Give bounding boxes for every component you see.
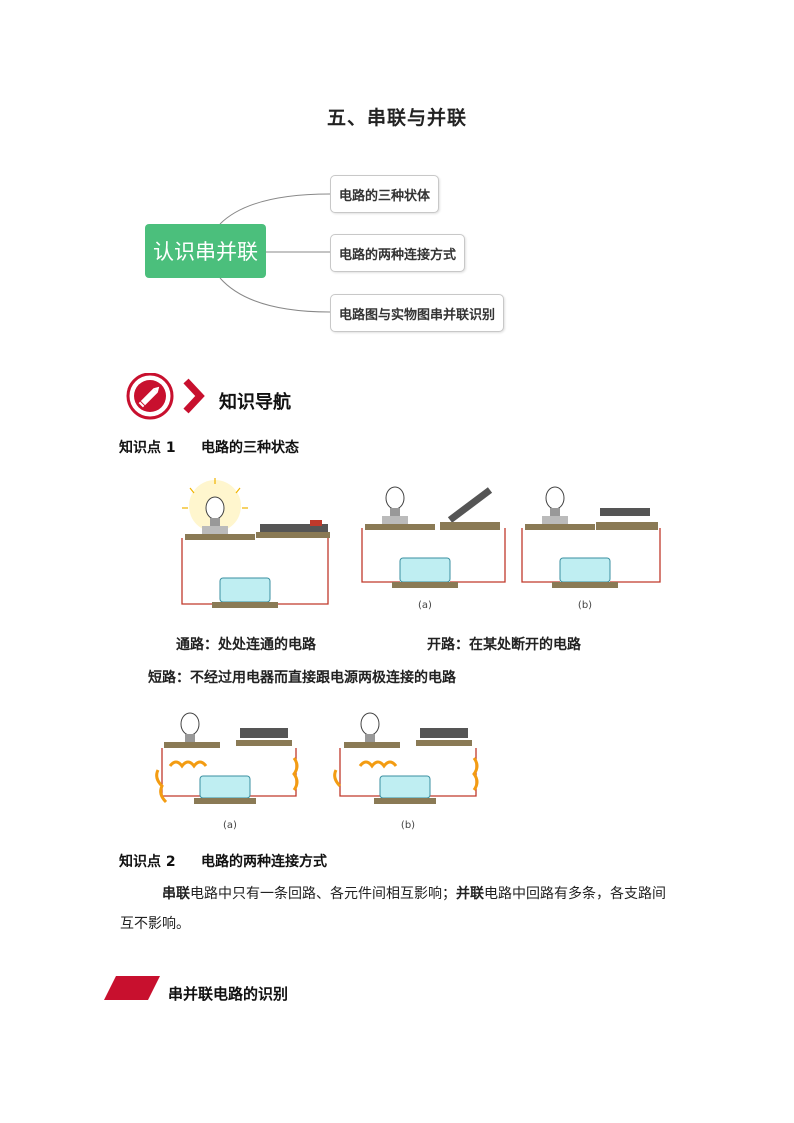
section-parallelogram-icon	[104, 976, 160, 1000]
short-circuit-a: (a)	[155, 712, 299, 831]
caption-closed-circuit: 通路：处处连通的电路	[176, 637, 316, 653]
kp2-title: 电路的两种连接方式	[201, 854, 327, 870]
kp2-line2: 互不影响。	[120, 916, 190, 932]
pencil-icon	[126, 373, 205, 420]
mindmap-connectors	[219, 193, 331, 313]
fig2-label-b: (b)	[401, 820, 415, 831]
page-title: 五、串联与并联	[326, 107, 467, 129]
mindmap-branch-identify: 电路图与实物图串并联识别	[330, 294, 505, 332]
kp2-paragraph: 串联电路中只有一条回路、各元件间相互影响；并联电路中回路有多条，各支路间 互不影…	[120, 879, 680, 939]
circuit-closed	[181, 478, 330, 608]
short-circuit-b: (b)	[333, 712, 479, 831]
kp1-label: 知识点 1	[119, 440, 176, 456]
caption-short-circuit: 短路：不经过用电器而直接跟电源两极连接的电路	[148, 670, 456, 686]
section-title: 串并联电路的识别	[168, 985, 289, 1003]
short-circuit-figure: (a) (b)	[155, 712, 479, 831]
kp2-label: 知识点 2	[119, 854, 176, 870]
circuit-open-b: (b)	[521, 486, 661, 611]
mindmap-branch-states: 电路的三种状体	[330, 175, 440, 213]
series-term: 串联	[162, 886, 190, 902]
parallel-desc: 电路中回路有多条，各支路间	[484, 886, 666, 902]
circuit-open-a: (a)	[361, 486, 506, 611]
nav-title: 知识导航	[219, 392, 291, 413]
fig2-label-a: (a)	[223, 820, 237, 831]
series-desc: 电路中只有一条回路、各元件间相互影响；	[190, 886, 456, 902]
fig1-label-a: (a)	[418, 600, 432, 611]
mindmap-branch-connection: 电路的两种连接方式	[330, 234, 466, 272]
caption-open-circuit: 开路：在某处断开的电路	[427, 637, 581, 653]
kp1-title: 电路的三种状态	[201, 440, 299, 456]
parallel-term: 并联	[456, 886, 484, 902]
fig1-label-b: (b)	[578, 600, 592, 611]
circuit-states-figure: (a) (b)	[181, 478, 661, 611]
mindmap-root: 认识串并联	[145, 224, 266, 278]
